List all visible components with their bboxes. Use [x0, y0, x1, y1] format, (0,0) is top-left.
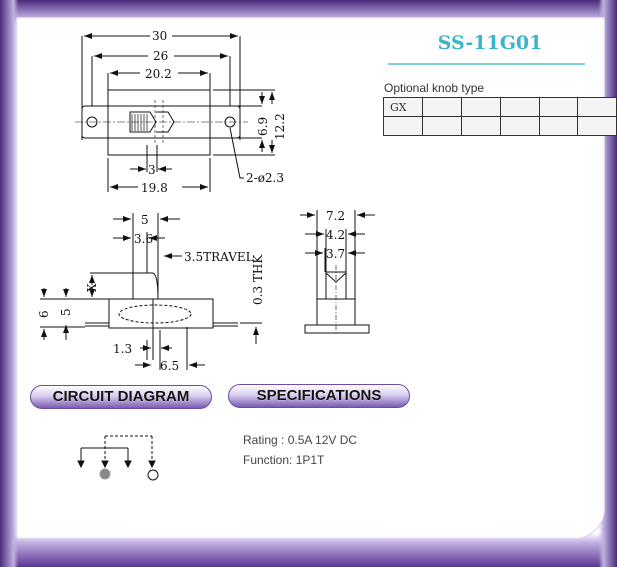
table-cell [422, 97, 463, 117]
spec-rating: Rating : 0.5A 12V DC [243, 433, 358, 447]
table-cell [577, 116, 617, 136]
dim-thk: 0.3 THK [251, 254, 265, 305]
table-row: GX [382, 97, 617, 117]
table-cell [499, 97, 540, 117]
dim-6-9: 6.9 [256, 117, 270, 136]
table-cell [499, 116, 540, 136]
table-cell [461, 116, 501, 136]
knob-type-table: GX [382, 97, 617, 136]
dim-26: 26 [153, 49, 168, 63]
dim-3-6: 3.6 [134, 232, 153, 246]
title-underline [388, 63, 585, 65]
dim-30: 30 [152, 29, 167, 43]
knob-type-label: Optional knob type [384, 81, 485, 95]
end-view: 7.2 4.2 3.7 [300, 209, 375, 335]
terminal-open-icon [147, 469, 159, 481]
dim-travel: 3.5TRAVEL [184, 250, 254, 264]
specifications-heading: SPECIFICATIONS [228, 384, 410, 408]
dim-1-3: 1.3 [113, 342, 132, 356]
table-row [382, 116, 617, 136]
spec-function: Function: 1P1T [243, 453, 325, 467]
dim-6: 6 [37, 310, 51, 318]
dim-19-8: 19.8 [141, 181, 168, 195]
dim-6-5: 6.5 [160, 359, 179, 373]
dim-5: 5 [141, 213, 149, 227]
dim-7-2: 7.2 [326, 209, 345, 223]
dim-4-2: 4.2 [326, 228, 345, 242]
model-title: SS-11G01 [437, 32, 543, 54]
table-cell [382, 116, 424, 136]
table-cell [422, 116, 463, 136]
dim-3-7: 3.7 [326, 247, 345, 261]
dim-5b: 5 [59, 308, 73, 316]
table-cell [461, 97, 501, 117]
table-cell: GX [382, 97, 424, 117]
top-view: 30 26 20.2 6.9 12.2 3 19.8 2-ø2.3 [75, 28, 287, 195]
dim-12-2: 12.2 [273, 113, 287, 140]
dim-20-2: 20.2 [145, 67, 172, 81]
circuit-diagram [77, 435, 159, 481]
dim-x: X [85, 283, 99, 292]
table-cell [577, 97, 617, 117]
table-cell [538, 116, 579, 136]
terminal-filled-icon [99, 468, 111, 480]
table-cell [538, 97, 579, 117]
dim-3: 3 [148, 163, 156, 177]
side-view: 5 3.6 3.5TRAVEL X 6 5 0.3 THK 1.3 6.5 [37, 213, 265, 373]
dim-holes: 2-ø2.3 [246, 171, 284, 185]
circuit-diagram-heading: CIRCUIT DIAGRAM [30, 385, 212, 409]
